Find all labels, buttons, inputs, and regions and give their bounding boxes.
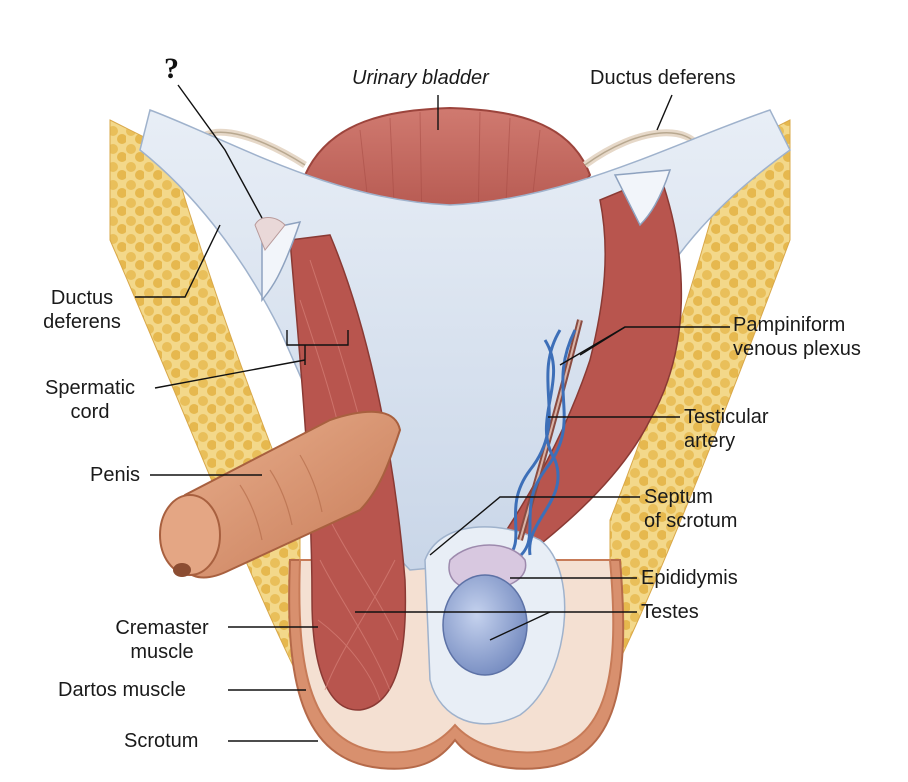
label-cremaster-line2: muscle <box>130 641 194 663</box>
leader-lines <box>135 84 730 742</box>
label-spermatic-cord-line1: Spermatic <box>44 377 136 399</box>
label-scrotum: Scrotum <box>124 730 199 752</box>
label-dartos-muscle: Dartos muscle <box>58 679 186 701</box>
right-fascia-flap <box>613 169 672 227</box>
testis-shape <box>442 574 528 676</box>
label-ductus-deferens-left-line1: Ductus <box>50 287 114 309</box>
label-urinary-bladder: Urinary bladder <box>352 67 489 89</box>
label-septum-line1: Septum <box>644 486 713 508</box>
label-cremaster-muscle: Cremaster muscle <box>104 616 220 664</box>
label-septum-line2: of scrotum <box>644 510 738 532</box>
label-pampiniform-line2: venous plexus <box>733 338 861 360</box>
label-cremaster-line1: Cremaster <box>115 617 209 639</box>
label-ductus-deferens-top: Ductus deferens <box>590 67 736 89</box>
pampiniform-plexus-veins <box>504 329 577 562</box>
label-testicular-line2: artery <box>684 430 736 452</box>
label-pampiniform-line1: Pampiniform <box>733 314 846 336</box>
question-mark: ? <box>164 52 179 85</box>
label-septum-of-scrotum: Septum of scrotum <box>644 485 737 533</box>
label-testes: Testes <box>641 601 699 623</box>
label-ductus-deferens-left-line2: deferens <box>43 311 121 333</box>
label-penis: Penis <box>90 464 141 486</box>
label-testicular-line1: Testicular <box>684 406 769 428</box>
label-spermatic-cord: Spermatic cord <box>30 376 150 424</box>
label-epididymis: Epididymis <box>641 567 738 589</box>
glans-shape <box>159 494 221 576</box>
label-spermatic-cord-line2: cord <box>70 401 110 423</box>
label-pampiniform-plexus: Pampiniform venous plexus <box>733 313 861 361</box>
label-ductus-deferens-left: Ductus deferens <box>22 286 142 334</box>
label-testicular-artery: Testicular artery <box>684 405 768 453</box>
